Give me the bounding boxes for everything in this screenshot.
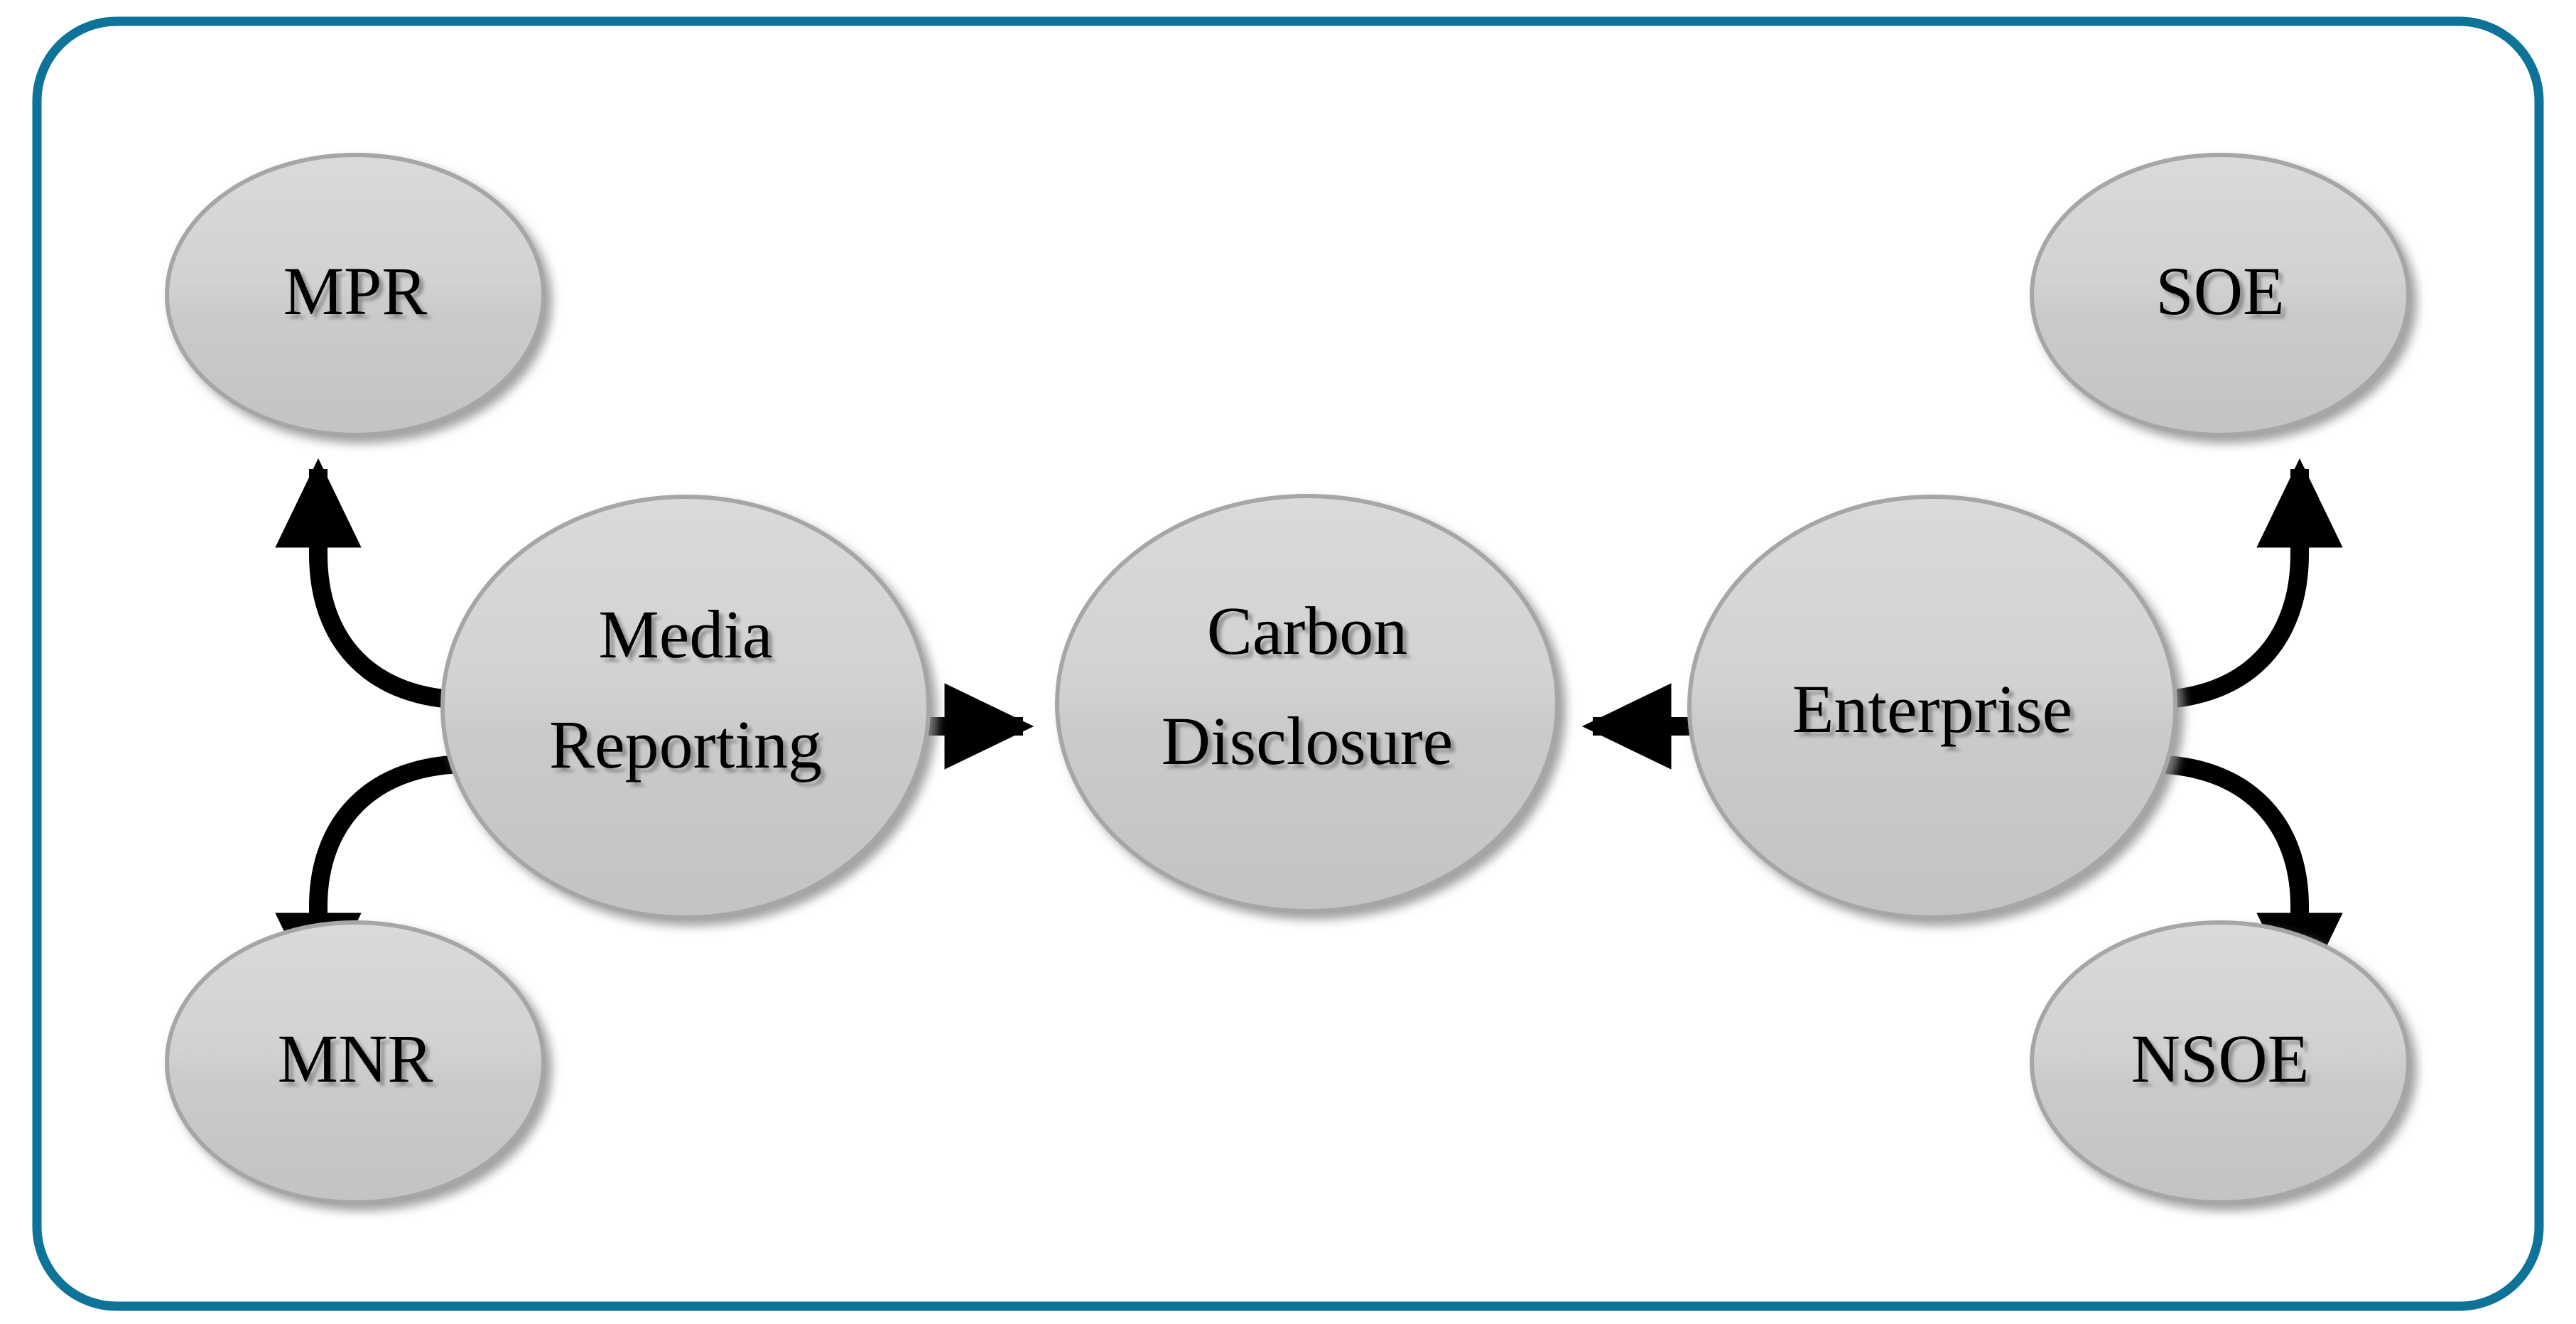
node-enterprise-label: Enterprise: [1792, 671, 2073, 747]
node-mpr-ellipse: [165, 153, 546, 437]
node-enterprise[interactable]: Enterprise: [1687, 495, 2177, 920]
connector-layer: [275, 458, 2343, 1003]
node-media-reporting-label-line2: Reporting: [549, 706, 822, 782]
node-soe-ellipse: [2030, 153, 2410, 437]
node-carbon-disclosure-label-line1: Carbon: [1207, 593, 1408, 669]
node-carbon-disclosure[interactable]: Carbon Disclosure: [1055, 494, 1559, 913]
edge-media-reporting-to-mpr[interactable]: [275, 458, 470, 709]
edge-enterprise-to-nsoe[interactable]: [2148, 755, 2343, 1003]
node-media-reporting-label-line1: Media: [598, 596, 772, 672]
node-mpr-label: MPR: [283, 253, 428, 329]
node-soe[interactable]: SOE: [2030, 153, 2410, 437]
node-media-reporting[interactable]: Media Reporting: [440, 495, 931, 920]
node-soe-label: SOE: [2155, 253, 2284, 329]
node-mpr[interactable]: MPR: [165, 153, 546, 437]
edge-enterprise-to-soe[interactable]: [2148, 458, 2343, 709]
frame-border: [32, 16, 2544, 1311]
node-enterprise-ellipse: [1687, 495, 2177, 920]
node-mnr-ellipse: [165, 920, 546, 1205]
node-media-reporting-ellipse: [440, 495, 931, 920]
node-nsoe-label: NSOE: [2131, 1021, 2310, 1097]
rounded-rectangle-border: [32, 16, 2544, 1311]
node-nsoe-ellipse: [2030, 920, 2410, 1205]
node-carbon-disclosure-ellipse: [1055, 494, 1559, 913]
node-nsoe[interactable]: NSOE: [2030, 920, 2410, 1205]
node-mnr-label: MNR: [278, 1021, 433, 1097]
node-mnr[interactable]: MNR: [165, 920, 546, 1205]
node-carbon-disclosure-label-line2: Disclosure: [1162, 703, 1454, 779]
edge-media-reporting-to-mnr[interactable]: [275, 755, 470, 1003]
